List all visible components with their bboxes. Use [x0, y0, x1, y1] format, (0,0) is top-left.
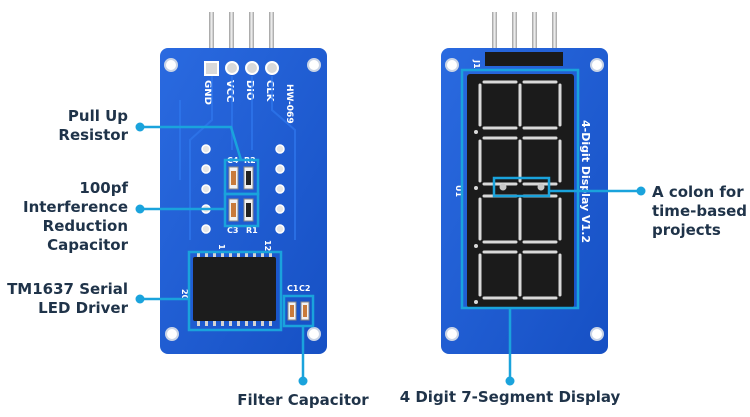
- back-header-pins: [209, 12, 274, 60]
- callout-pull-up-resistor: Pull Up Resistor: [40, 107, 128, 145]
- pin-label-clk: CLK: [264, 80, 275, 103]
- decimal-point: [474, 244, 478, 248]
- callout-filter-capacitor: Filter Capacitor: [237, 391, 369, 409]
- segment-digit: [474, 80, 562, 134]
- pin-label-gnd: GND: [202, 80, 213, 105]
- callout-line: 100pf: [79, 179, 128, 197]
- callout-line: Reduction: [42, 217, 128, 235]
- ref-r1: R1: [246, 226, 258, 235]
- leader-dots: [135, 122, 646, 386]
- ref-j1: J1: [472, 59, 481, 69]
- decimal-point: [474, 300, 478, 304]
- front-board: J1 U1 4-Digit Display V1.2: [441, 12, 608, 354]
- segment-digit: [474, 250, 562, 304]
- ref-pin12: 12: [263, 240, 272, 251]
- model-label: HW-069: [284, 84, 294, 124]
- display-model-text: 4-Digit Display V1.2: [579, 120, 592, 243]
- decimal-point: [474, 130, 478, 134]
- callout-100pf-capacitor: 100pf Interference Reduction Capacitor: [10, 179, 128, 255]
- decimal-point: [474, 186, 478, 190]
- callout-colon: A colon for time-based projects: [652, 183, 748, 240]
- ref-pin20: 20: [180, 289, 189, 301]
- segment-display-body: [467, 74, 574, 308]
- front-highlight-boxes: [460, 68, 580, 310]
- colon-box: [492, 176, 551, 198]
- front-mounting-holes: [445, 58, 604, 341]
- ref-front-u1: U1: [454, 185, 463, 197]
- leader-lines: [140, 125, 641, 380]
- leader-pull-up: [140, 125, 243, 161]
- back-pin-pads: [204, 61, 279, 76]
- back-mounting-holes: [164, 58, 321, 341]
- callout-line: Pull Up: [67, 107, 128, 125]
- filter-capacitor-box: [282, 294, 315, 328]
- callout-line: Capacitor: [47, 236, 128, 254]
- back-traces: [179, 76, 296, 240]
- ref-pin1: 1: [217, 244, 226, 250]
- front-header-socket: [485, 52, 563, 66]
- tm1637-chip: [193, 252, 276, 326]
- callout-line: TM1637 Serial: [7, 280, 128, 298]
- callout-segment-display: 4 Digit 7-Segment Display: [399, 388, 621, 406]
- ref-c2: C2: [299, 284, 310, 293]
- segment-digits: [474, 80, 562, 304]
- back-board: GND VCC DIO CLK HW-069: [160, 12, 327, 354]
- pin-label-vcc: VCC: [224, 80, 235, 102]
- colon-dots: [499, 183, 545, 191]
- callout-line: projects: [652, 221, 721, 239]
- ref-c3: C3: [227, 226, 238, 235]
- back-highlight-boxes: [187, 158, 315, 332]
- back-smd-components: [228, 166, 254, 222]
- callout-line: LED Driver: [38, 299, 128, 317]
- pin-label-dio: DIO: [244, 80, 255, 101]
- callout-line: Interference: [22, 198, 128, 216]
- callout-line: A colon for: [652, 183, 744, 201]
- callout-line: time-based: [652, 202, 748, 220]
- tm1637-box: [187, 250, 283, 332]
- segment-display-box: [460, 68, 580, 310]
- filter-capacitor-parts: [287, 301, 310, 321]
- ref-c1: C1: [287, 284, 299, 293]
- callout-line: Resistor: [58, 126, 128, 144]
- callout-tm1637-driver: TM1637 Serial LED Driver: [0, 280, 128, 318]
